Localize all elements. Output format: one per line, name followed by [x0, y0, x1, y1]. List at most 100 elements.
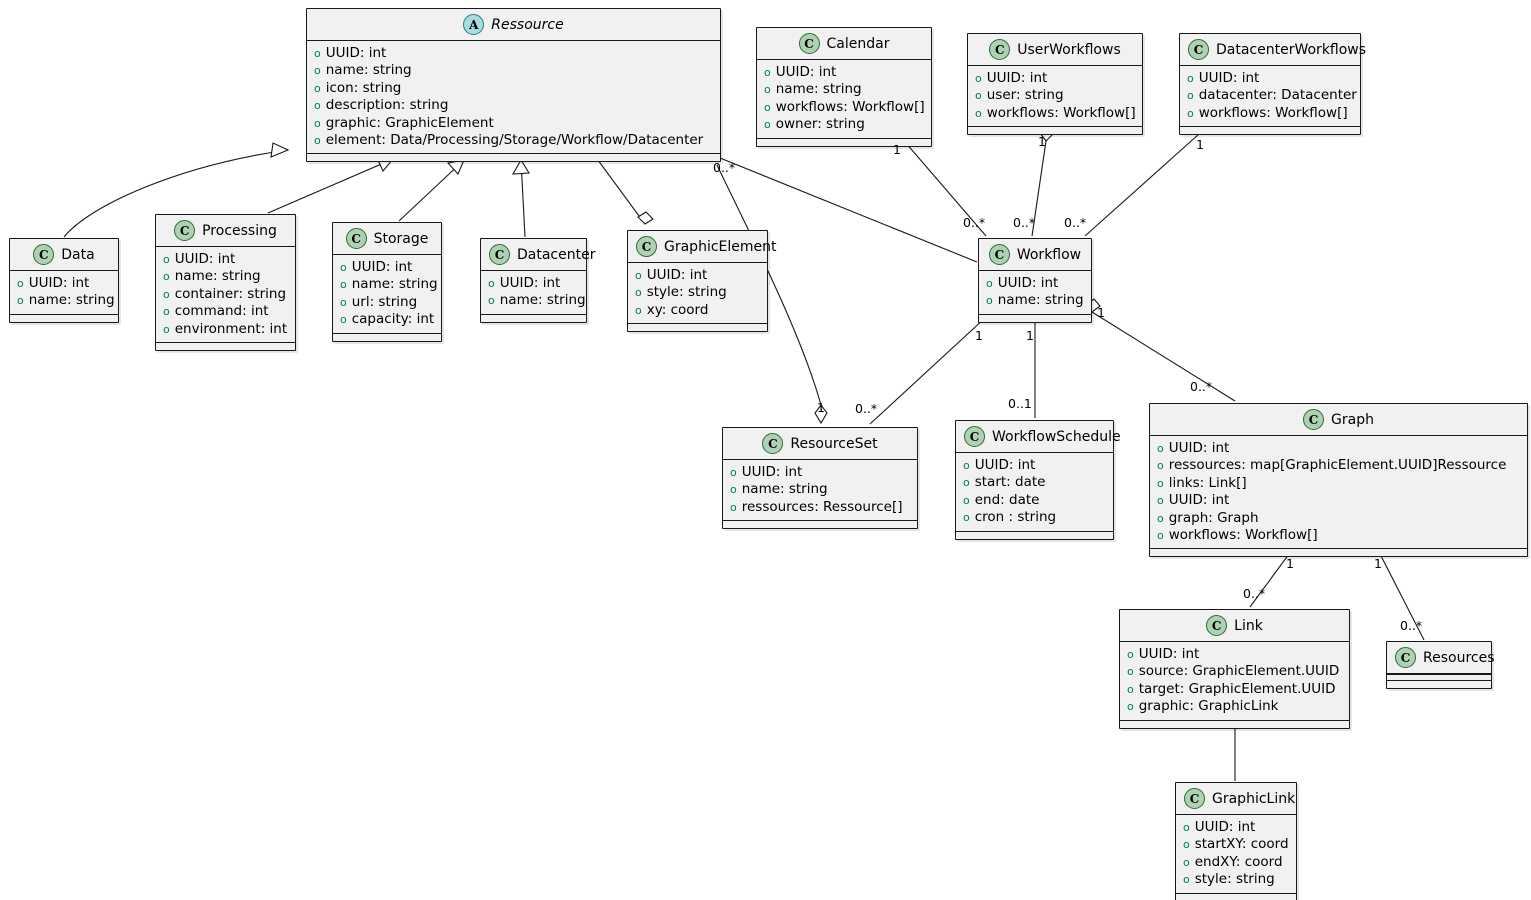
class-icon-resourceset: C — [762, 433, 784, 454]
attribute-row: o graphic: GraphicElement — [314, 115, 714, 132]
visibility-marker: o — [1187, 72, 1194, 85]
class-footer-data — [10, 313, 118, 322]
class-footer-graph — [1150, 548, 1527, 556]
attribute-text: cron : string — [974, 509, 1057, 526]
visibility-marker: o — [1183, 855, 1190, 869]
m-userworkflows-workflow: 0..* — [1013, 215, 1036, 230]
edge-datacenter-ressource — [520, 159, 526, 238]
attribute-text: capacity: int — [351, 311, 435, 328]
attribute-text: UUID: int — [325, 45, 387, 61]
arrow-inheritance-storage — [446, 159, 465, 176]
attribute-text: graph: Graph — [1168, 509, 1259, 526]
class-footer-workflow — [979, 313, 1091, 322]
attribute-text: UUID: int — [499, 275, 561, 291]
visibility-marker: o — [975, 106, 982, 120]
attribute-text: UUID: int — [1198, 70, 1260, 86]
class-name-datacenterworkflows: DatacenterWorkflows — [1216, 41, 1367, 58]
visibility-marker: o — [764, 83, 771, 97]
arrow-inheritance-data — [270, 142, 290, 158]
attribute-text: links: Link[] — [1168, 474, 1247, 491]
class-footer-storage — [333, 332, 441, 341]
m-ressource-resourceset-src: 0..* — [713, 160, 736, 175]
class-name-calendar: Calendar — [826, 35, 890, 52]
m-workflow-graph-dst: 0..* — [1190, 379, 1213, 394]
class-footer-datacenterworkflows — [1180, 126, 1360, 134]
m-calendar-workflow: 0..* — [963, 215, 986, 230]
visibility-marker: o — [764, 118, 771, 132]
attribute-text: xy: coord — [646, 301, 709, 318]
class-footer-workflowschedule — [956, 530, 1113, 539]
class-footer-userworkflows — [968, 126, 1142, 134]
m-graph-resources-src: 1 — [1374, 556, 1382, 571]
visibility-marker: o — [1157, 511, 1164, 525]
abstract-class-icon-ressource: A — [463, 14, 485, 35]
attribute-text: UUID: int — [997, 275, 1059, 291]
attribute-text: UUID: int — [1138, 646, 1200, 662]
attribute-text: icon: string — [325, 79, 402, 96]
class-name-workflowschedule: WorkflowSchedule — [992, 428, 1121, 445]
class-footer-graphicelement — [628, 323, 767, 331]
attribute-text: UUID: int — [974, 457, 1036, 473]
attribute-row: o UUID: int — [1187, 70, 1354, 87]
attribute-text: UUID: int — [28, 275, 90, 291]
visibility-marker: o — [1157, 442, 1164, 455]
m-graph-resources-dst: 0..* — [1400, 618, 1423, 633]
visibility-marker: o — [730, 500, 737, 514]
attribute-text: workflows: Workflow[] — [775, 98, 925, 115]
class-name-data: Data — [61, 246, 95, 263]
attribute-text: endXY: coord — [1194, 853, 1283, 870]
visibility-marker: o — [314, 116, 321, 130]
attribute-text: graphic: GraphicElement — [325, 114, 494, 131]
class-icon-data: C — [33, 244, 55, 265]
attribute-text: name: string — [325, 62, 412, 79]
attribute-text: start: date — [974, 474, 1046, 491]
visibility-marker: o — [314, 47, 321, 60]
visibility-marker: o — [963, 459, 970, 472]
attribute-text: description: string — [325, 97, 449, 114]
attribute-text: element: Data/Processing/Storage/Workflo… — [325, 132, 704, 149]
m-calendar-end: 1 — [893, 142, 901, 157]
class-footer-calendar — [757, 137, 931, 146]
visibility-marker: o — [488, 277, 495, 290]
attribute-text: source: GraphicElement.UUID — [1138, 663, 1340, 680]
visibility-marker: o — [635, 303, 642, 317]
